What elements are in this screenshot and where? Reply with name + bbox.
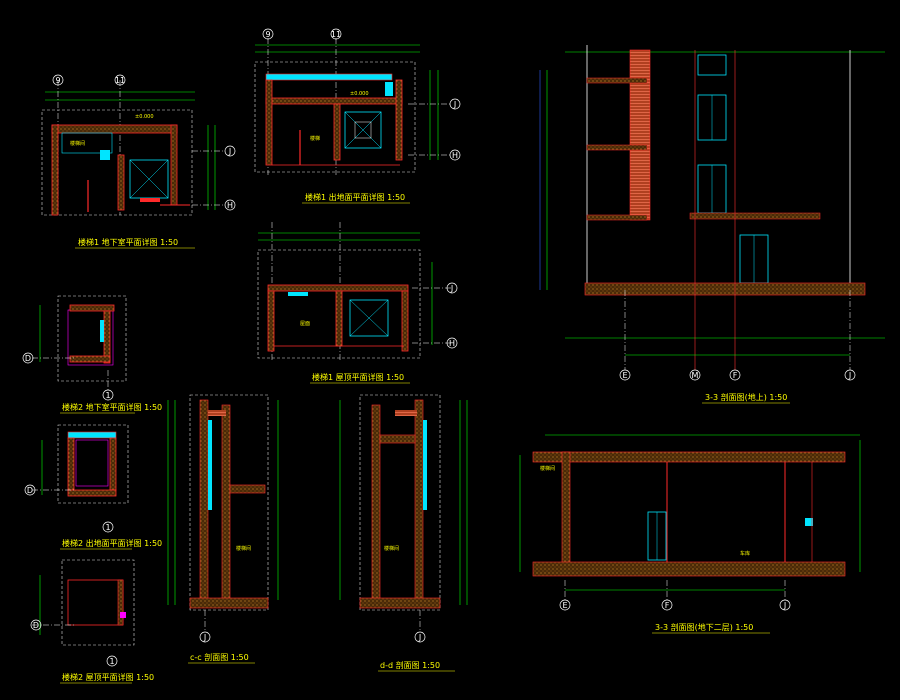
axis-bubble-9-a: 9 xyxy=(52,74,64,86)
axis-label: 11 xyxy=(115,76,125,85)
title-basement-plan: 楼梯1 地下室平面详图 1:50 xyxy=(78,237,178,247)
axis-bubble-1-a: 1 xyxy=(102,389,114,401)
axis-label: J xyxy=(453,100,456,109)
svg-text:±0.000: ±0.000 xyxy=(350,91,369,97)
title-section-c: c-c 剖面图 1:50 xyxy=(190,652,249,662)
axis-label: D xyxy=(25,354,31,363)
exit-stair-plan-1: 楼梯 ±0.000 xyxy=(254,38,450,175)
axis-label: J xyxy=(228,147,231,156)
axis-label: 9 xyxy=(265,30,270,39)
stair2-basement-plan xyxy=(32,295,127,392)
svg-text:楼梯: 楼梯 xyxy=(310,135,320,142)
axis-bubble-f-a: F xyxy=(729,369,741,381)
axis-bubble-j-b: J xyxy=(449,98,461,110)
axis-label: 9 xyxy=(55,76,60,85)
axis-label: J xyxy=(203,633,206,642)
axis-bubble-j-e: J xyxy=(414,631,426,643)
axis-bubble-j-d: J xyxy=(199,631,211,643)
section-d-d: 楼梯间 xyxy=(339,394,468,632)
section-c-c: 楼梯间 xyxy=(167,394,279,632)
axis-label: H xyxy=(227,201,233,210)
svg-text:楼梯间: 楼梯间 xyxy=(540,465,555,472)
axis-label: D xyxy=(33,621,39,630)
section-3-3-underground: 楼梯间 车库 xyxy=(519,434,861,600)
axis-label: 1 xyxy=(109,657,114,666)
svg-text:±0.000: ±0.000 xyxy=(135,114,154,120)
axis-bubble-h-c: H xyxy=(446,337,458,349)
title-exit-plan: 楼梯1 出地面平面详图 1:50 xyxy=(305,192,405,202)
svg-text:车库: 车库 xyxy=(740,550,750,557)
axis-label: J xyxy=(783,601,786,610)
axis-label: J xyxy=(848,371,851,380)
title-roof-plan: 楼梯1 屋顶平面详图 1:50 xyxy=(312,372,404,382)
axis-bubble-j-f: J xyxy=(844,369,856,381)
stair2-exit-plan xyxy=(32,424,129,504)
axis-bubble-9-b: 9 xyxy=(262,28,274,40)
axis-bubble-1-c: 1 xyxy=(106,655,118,667)
basement-stair-plan-1: 楼梯间 ±0.000 xyxy=(41,80,225,216)
axis-label: F xyxy=(665,601,670,610)
svg-text:楼梯间: 楼梯间 xyxy=(70,140,85,147)
axis-label: E xyxy=(562,601,567,610)
axis-label: D xyxy=(27,486,33,495)
axis-bubble-h-a: H xyxy=(224,199,236,211)
title-stair2-roof: 楼梯2 屋顶平面详图 1:50 xyxy=(62,672,154,682)
axis-bubble-d-a: D xyxy=(22,352,34,364)
axis-label: J xyxy=(450,284,453,293)
svg-text:屋面: 屋面 xyxy=(300,321,310,327)
axis-bubble-m-a: M xyxy=(689,369,701,381)
axis-bubble-j-c: J xyxy=(446,282,458,294)
title-section-3-lower: 3-3 剖面图(地下二层) 1:50 xyxy=(655,622,753,632)
axis-bubble-d-b: D xyxy=(24,484,36,496)
axis-bubble-j-g: J xyxy=(779,599,791,611)
title-stair2-basement: 楼梯2 地下室平面详图 1:50 xyxy=(62,402,162,412)
axis-bubble-1-b: 1 xyxy=(102,521,114,533)
axis-label: 1 xyxy=(105,523,110,532)
axis-bubble-e-a: E xyxy=(619,369,631,381)
axis-bubble-j-a: J xyxy=(224,145,236,157)
axis-bubble-f-b: F xyxy=(661,599,673,611)
axis-bubble-11-b: 11 xyxy=(330,28,342,40)
axis-label: H xyxy=(449,339,455,348)
axis-label: 11 xyxy=(331,30,341,39)
axis-label: F xyxy=(733,371,738,380)
title-section-3-upper: 3-3 剖面图(地上) 1:50 xyxy=(705,392,787,402)
svg-text:楼梯间: 楼梯间 xyxy=(236,545,251,552)
axis-bubble-h-b: H xyxy=(449,149,461,161)
axis-label: E xyxy=(622,371,627,380)
axis-bubble-d-c: D xyxy=(30,619,42,631)
axis-label: 1 xyxy=(105,391,110,400)
axis-label: J xyxy=(418,633,421,642)
section-3-3-above-ground xyxy=(539,45,885,370)
axis-label: H xyxy=(452,151,458,160)
axis-label: M xyxy=(692,371,699,380)
title-stair2-exit: 楼梯2 出地面平面详图 1:50 xyxy=(62,538,162,548)
axis-bubble-e-b: E xyxy=(559,599,571,611)
svg-text:楼梯间: 楼梯间 xyxy=(384,545,399,552)
roof-stair-plan-1: 屋面 xyxy=(257,222,452,360)
title-section-d: d-d 剖面图 1:50 xyxy=(380,660,440,670)
stair2-roof-plan xyxy=(32,559,135,646)
axis-bubble-11-a: 11 xyxy=(114,74,126,86)
